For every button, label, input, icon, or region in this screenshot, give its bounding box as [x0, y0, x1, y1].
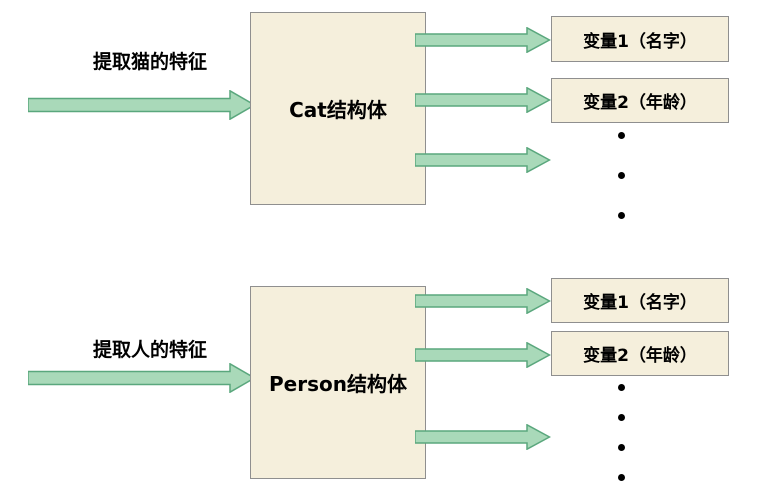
var-label-cat-2: 变量2（年龄）	[583, 93, 697, 113]
input-arrow-person	[28, 363, 256, 393]
var-box-person-2: 变量2（年龄）	[551, 331, 729, 376]
struct-box-cat: Cat结构体	[250, 12, 426, 205]
output-arrow-cat-2	[415, 87, 551, 113]
var-box-cat-2: 变量2（年龄）	[551, 78, 729, 123]
output-arrow-person-3	[415, 424, 551, 450]
output-arrow-cat-3	[415, 147, 551, 173]
ellipsis-dot	[618, 474, 625, 481]
ellipsis-dots-top	[618, 132, 625, 219]
output-arrow-person-2	[415, 342, 551, 368]
input-arrow-cat	[28, 90, 256, 120]
var-label-person-2: 变量2（年龄）	[583, 346, 697, 366]
var-box-person-1: 变量1（名字）	[551, 278, 729, 323]
var-box-cat-1: 变量1（名字）	[551, 16, 729, 62]
struct-box-person: Person结构体	[250, 286, 426, 479]
var-label-cat-1: 变量1（名字）	[583, 31, 697, 52]
input-label-person: 提取人的特征	[92, 339, 207, 361]
output-arrow-cat-1	[415, 27, 551, 53]
var-label-person-1: 变量1（名字）	[583, 293, 697, 313]
ellipsis-dot	[618, 212, 625, 219]
ellipsis-dot	[618, 384, 625, 391]
input-label-cat: 提取猫的特征	[92, 51, 207, 73]
ellipsis-dot	[618, 132, 625, 139]
struct-label-cat: Cat结构体	[289, 98, 387, 122]
ellipsis-dot	[618, 172, 625, 179]
ellipsis-dots-bottom	[618, 384, 625, 481]
output-arrow-person-1	[415, 288, 551, 314]
struct-label-person: Person结构体	[269, 372, 407, 396]
ellipsis-dot	[618, 414, 625, 421]
ellipsis-dot	[618, 444, 625, 451]
